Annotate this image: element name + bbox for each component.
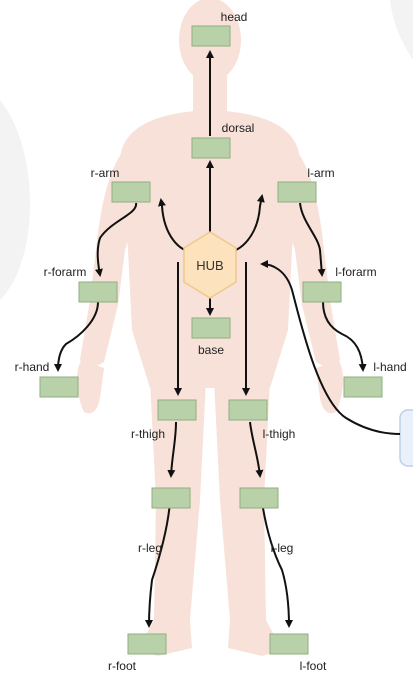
- sensor-box-r-arm: [112, 182, 150, 202]
- sensor-box-l-thigh: [229, 400, 267, 420]
- label-r-hand: r-hand: [15, 360, 50, 374]
- backdrop-arc-right: [390, 0, 413, 60]
- arrow-l-leg-to-l-foot: [262, 502, 289, 626]
- label-l-foot: l-foot: [300, 659, 327, 673]
- silhouette-right-hand: [77, 360, 104, 413]
- label-l-thigh: l-thigh: [263, 427, 296, 441]
- backdrop-arc-left: [0, 100, 30, 300]
- label-base: base: [198, 343, 224, 357]
- sensor-box-l-arm: [278, 182, 316, 202]
- sensor-box-r-hand: [40, 377, 78, 397]
- label-l-arm: l-arm: [307, 166, 334, 180]
- sensor-box-r-leg: [152, 488, 190, 508]
- sensor-box-r-thigh: [158, 400, 196, 420]
- label-r-leg: r-leg: [138, 541, 162, 555]
- sensor-box-r-forarm: [79, 282, 117, 302]
- label-l-forarm: l-forarm: [335, 265, 376, 279]
- sensor-box-base: [192, 318, 230, 338]
- label-head: head: [221, 10, 248, 24]
- silhouette-left-hand: [316, 360, 343, 413]
- sensor-box-l-forarm: [303, 282, 341, 302]
- hub-label: HUB: [196, 258, 223, 273]
- wearable-device: [400, 410, 413, 466]
- label-r-thigh: r-thigh: [131, 427, 165, 441]
- silhouette-left-leg: [214, 380, 282, 656]
- label-l-leg: l-leg: [271, 541, 294, 555]
- sensor-box-l-hand: [344, 377, 382, 397]
- sensor-box-r-foot: [128, 634, 166, 654]
- label-r-foot: r-foot: [108, 659, 137, 673]
- sensor-box-dorsal: [192, 138, 230, 158]
- sensor-box-head: [192, 26, 230, 46]
- label-l-hand: l-hand: [373, 360, 406, 374]
- label-dorsal: dorsal: [222, 121, 255, 135]
- label-r-arm: r-arm: [91, 166, 120, 180]
- label-r-forarm: r-forarm: [44, 265, 87, 279]
- sensor-box-l-leg: [240, 488, 278, 508]
- sensor-box-l-foot: [270, 634, 308, 654]
